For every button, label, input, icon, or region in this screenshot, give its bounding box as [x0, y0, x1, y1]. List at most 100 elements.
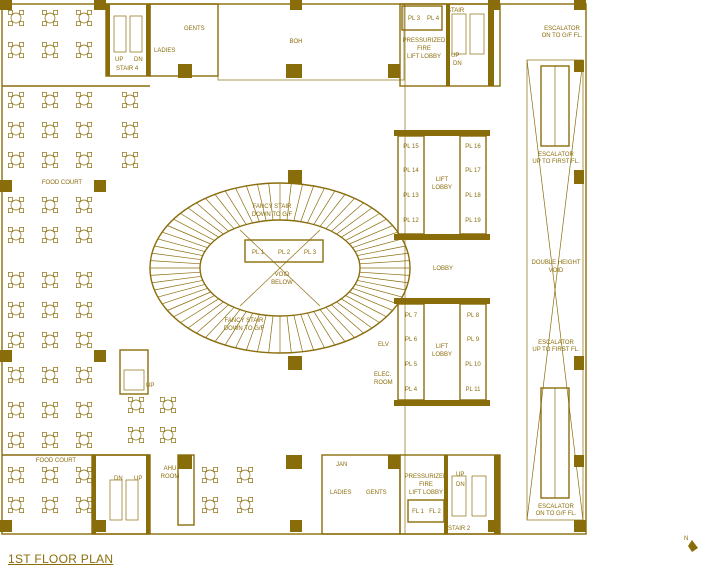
- column: [574, 170, 584, 184]
- stair-tread: [257, 184, 267, 221]
- north-arrow-icon: [688, 540, 698, 552]
- lift-label: PL 5: [405, 362, 418, 368]
- lobby-label: LOBBY: [433, 266, 453, 272]
- stair-up-block: [119, 349, 149, 395]
- stair-tread: [154, 280, 203, 291]
- pfl-label-bot-1: PRESSURIZED: [405, 474, 448, 480]
- column: [0, 350, 12, 362]
- stair-tread: [331, 304, 364, 334]
- stair-tread: [235, 187, 253, 224]
- column: [290, 0, 302, 10]
- stair-wall: [488, 4, 494, 86]
- stair-tread: [214, 194, 241, 227]
- stair-tread: [154, 245, 203, 256]
- stair-tread: [313, 311, 336, 346]
- table-with-chairs: [41, 301, 59, 319]
- table-with-chairs: [41, 121, 59, 139]
- stair-tread: [257, 315, 267, 352]
- food-court-label-bot: FOOD COURT: [36, 458, 77, 464]
- pfl-label-top-3: LIFT LOBBY: [407, 54, 441, 60]
- ahu-room-label-1: AHU: [164, 466, 177, 472]
- void-label-2: BELOW: [271, 280, 293, 286]
- stair-tread: [357, 280, 406, 291]
- food-court-stair: [119, 349, 149, 395]
- table-with-chairs: [41, 226, 59, 244]
- lift-label: PL 12: [403, 218, 419, 224]
- room-labels: BOH LADIES GENTS UP DN STAIR 4 PRESSURIZ…: [36, 8, 583, 532]
- stair-tread: [173, 295, 215, 318]
- stair-tread: [307, 187, 325, 224]
- lift-label: PL 14: [403, 168, 419, 174]
- stair-tread: [268, 183, 274, 221]
- table-with-chairs: [75, 431, 93, 449]
- lift-lobby-label-top-1: LIFT: [436, 177, 449, 183]
- stair-tread: [286, 183, 292, 221]
- lift-bank-wall: [394, 234, 490, 240]
- dn-label-bl: DN: [114, 476, 123, 482]
- gents-label-top: GENTS: [184, 26, 205, 32]
- stair-2-label: STAIR 2: [448, 526, 471, 532]
- stair-wall: [106, 4, 110, 76]
- stair-tread: [325, 198, 355, 229]
- pfl-label-bot-3: LIFT LOBBY: [409, 490, 443, 496]
- pfl-label-top-1: PRESSURIZED: [403, 38, 446, 44]
- table-with-chairs: [7, 466, 25, 484]
- table-with-chairs: [75, 466, 93, 484]
- table-with-chairs: [41, 271, 59, 289]
- stair-tread: [359, 260, 410, 265]
- column: [0, 0, 12, 10]
- void-cross-2: [239, 229, 321, 307]
- table-with-chairs: [75, 301, 93, 319]
- stair-tread: [187, 207, 224, 235]
- esc-label-low-2: UP TO FIRST FL.: [532, 347, 580, 353]
- table-with-chairs: [75, 91, 93, 109]
- table-with-chairs: [127, 426, 145, 444]
- stair-tread: [355, 284, 403, 298]
- food-court-tables: [7, 9, 254, 514]
- pfl-label-top-2: FIRE: [417, 46, 431, 52]
- table-with-chairs: [236, 466, 254, 484]
- table-with-chairs: [7, 331, 25, 349]
- stair-treads: [150, 183, 410, 353]
- stair-flight: [469, 13, 485, 55]
- table-with-chairs: [75, 196, 93, 214]
- structural-columns: [0, 0, 586, 532]
- stair-tread: [235, 312, 253, 349]
- table-with-chairs: [75, 331, 93, 349]
- stair-tread: [286, 315, 292, 353]
- table-with-chairs: [75, 366, 93, 384]
- table-with-chairs: [121, 151, 139, 169]
- up-label-mid: UP: [146, 383, 154, 389]
- stair-tread: [157, 284, 205, 298]
- table-with-chairs: [7, 151, 25, 169]
- stair-tread: [246, 314, 260, 351]
- stair-tread: [214, 309, 241, 342]
- stair-tread: [325, 307, 355, 338]
- lift-label: PL 19: [465, 218, 481, 224]
- lift-label: PL 4: [427, 16, 440, 22]
- stair-flight: [471, 475, 487, 517]
- stair-tread: [293, 315, 303, 352]
- stair-tread: [355, 238, 403, 252]
- stair-tread: [319, 309, 346, 342]
- table-with-chairs: [121, 91, 139, 109]
- column: [288, 356, 302, 370]
- double-height-void-label-2: VOID: [549, 268, 564, 274]
- table-with-chairs: [7, 271, 25, 289]
- stair-flight: [451, 475, 467, 517]
- column: [178, 64, 192, 78]
- boh-label: BOH: [289, 39, 302, 45]
- void-lift-core: [244, 239, 324, 263]
- lift-label: PL 6: [405, 337, 418, 343]
- lift-label: FL 1: [412, 509, 424, 515]
- lift-bank-wall: [394, 130, 490, 136]
- elec-room-label-1: ELEC.: [374, 372, 392, 378]
- north-arrow: N: [684, 536, 698, 552]
- stair-tread: [336, 301, 373, 329]
- up-label-top: UP: [115, 57, 123, 63]
- stair-tread: [331, 202, 364, 232]
- stair-4-label: STAIR 4: [116, 66, 139, 72]
- column: [288, 170, 302, 184]
- bottom-service-block: [91, 454, 501, 535]
- stair-tread: [357, 245, 406, 256]
